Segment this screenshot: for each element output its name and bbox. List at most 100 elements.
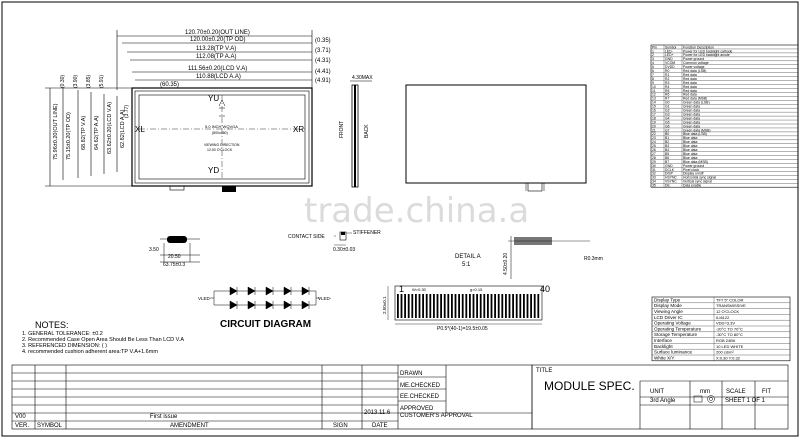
detail-a [387, 285, 543, 325]
pin-table-cell: 21 [652, 128, 656, 132]
fpc-pad [472, 294, 475, 318]
fpc-pad [404, 294, 406, 318]
led-symbol [265, 300, 274, 310]
fpc-radius: R0.3mm [584, 256, 603, 262]
pin-table-cell: 17 [652, 112, 656, 116]
note-line-3: 3. REFERENCED DIMENSION: ( ) [22, 343, 107, 349]
spec-label: Storage Temperature [654, 332, 698, 337]
pin-table-cell: 4 [652, 61, 654, 65]
dim-v1: 75.96±0.20(OUT LINE) [53, 103, 59, 160]
fpc-pad [512, 294, 514, 318]
spec-label: Viewing Angle [654, 309, 683, 314]
spec-label: LCD Driver IC [654, 315, 683, 320]
pin-table-cell: Green data [683, 112, 700, 116]
fpc-pad [447, 294, 450, 318]
spec-label: Operating Temperature [654, 326, 702, 331]
dim-r5: (4.91) [315, 78, 331, 84]
fpc-pad [501, 294, 504, 318]
pin-table-cell: Common voltage [683, 61, 709, 65]
viewing-sub: 12:00 O'CLOCK [207, 148, 233, 152]
pin-table-cell: Power for LED backlight anode [683, 53, 730, 57]
fpc-pad [458, 294, 460, 318]
pin-table-cell: Green data (LSB) [683, 101, 710, 105]
spec-label: Backlight [654, 344, 673, 349]
fpc-end [508, 236, 590, 279]
pin-table-cell: 16 [652, 109, 656, 113]
spec-value: TFT 5" COLOR [716, 297, 743, 302]
tb-ee-checked: EE.CHECKED [400, 394, 440, 400]
tb-col-sign: SIGN [333, 423, 348, 429]
spec-label: Display Mode [654, 303, 682, 308]
pin-table-cell: Power voltage [683, 65, 705, 69]
label-back: BACK [364, 124, 370, 138]
label-front: FRONT [339, 121, 345, 138]
fpc-pad [523, 294, 525, 318]
led-symbol [229, 286, 238, 296]
pin-table-cell: 9 [652, 81, 654, 85]
spec-value: -20°C TO 70°C [716, 326, 743, 331]
tb-rev-date: 2013.11.6 [364, 410, 391, 416]
spec-value: 200 cd/m² [716, 350, 734, 355]
pin-table-cell: 35 [652, 184, 656, 188]
pin-table-cell: Red data [683, 85, 697, 89]
detail-scale: 5:1 [462, 262, 471, 268]
pin-table-cell: Blue data [683, 140, 697, 144]
third-angle-icon [693, 395, 715, 403]
fpc-pad [494, 294, 496, 318]
detail-title: DETAIL A [455, 254, 481, 260]
fpc-pad [469, 294, 471, 318]
pin-table-cell: 7 [652, 73, 654, 77]
fpc-pad [483, 294, 486, 318]
tb-col-date: DATE [372, 423, 388, 429]
pin-table-cell: Red data [683, 81, 697, 85]
spec-label: White X/Y [654, 355, 674, 360]
detail-w2: g=0.15 [470, 287, 483, 292]
fpc-pad [505, 294, 507, 318]
center-sub: (800x480) [212, 131, 228, 135]
fpc-pad [425, 294, 428, 318]
pin-table-cell: 24 [652, 140, 656, 144]
pin-table-cell: 34 [652, 180, 656, 184]
fpc-pad [443, 294, 446, 318]
note-line-1: 1. GENERAL TOLERANCE: ±0.2 [22, 331, 103, 337]
center-title: 5.0 INCH WQVGA [205, 124, 238, 129]
spec-value: X:0.30 Y:0.32 [716, 355, 741, 360]
pin-table-cell: 18 [652, 116, 656, 120]
pin-table-cell: 19 [652, 120, 656, 124]
dim-left-small: (60.35) [160, 82, 179, 88]
dim-r1: (0.35) [315, 38, 331, 44]
pin-table-cell: 14 [652, 101, 656, 105]
side-view [350, 80, 372, 188]
led-symbol [283, 300, 292, 310]
dim-v5: 63.62±0.20(LCD V.A) [107, 102, 113, 154]
fpc-pad [526, 294, 529, 318]
tb-title-label: TITLE [536, 368, 552, 374]
dim-fpc3: 63.75±0.3 [163, 262, 185, 268]
title-block [11, 364, 789, 430]
label-yu: YU [208, 94, 219, 103]
pin-table-cell: G1 [665, 105, 670, 109]
led-symbol [301, 300, 310, 310]
pin-table-cell: Red data [683, 93, 697, 97]
tb-rev-ver: V00 [15, 414, 26, 420]
label-thickness: 0.30±0.03 [333, 247, 355, 253]
pin-table-cell: LED- [665, 49, 673, 53]
fpc-pad [418, 294, 421, 318]
tb-customer: CUSTOMER'S APPROVAL [400, 413, 473, 419]
label-xl: XL [135, 125, 145, 134]
pin-table-cell: B4 [665, 148, 669, 152]
pin-table-cell: B2 [665, 140, 669, 144]
pin-table-cell: Green data [683, 109, 700, 113]
pin-table-cell: 26 [652, 148, 656, 152]
pin-table-cell: B5 [665, 152, 669, 156]
dim-r2: (3.71) [315, 48, 331, 54]
pin-table-cell: R0 [665, 69, 669, 73]
spec-value: 10 LED WHITE [716, 344, 744, 349]
led-symbol [265, 286, 274, 296]
dim-vl2: (3.90) [73, 75, 79, 88]
pin-table-cell: 31 [652, 168, 656, 172]
pin-table-cell: G5 [665, 120, 670, 124]
tb-title: MODULE SPEC. [544, 379, 635, 393]
